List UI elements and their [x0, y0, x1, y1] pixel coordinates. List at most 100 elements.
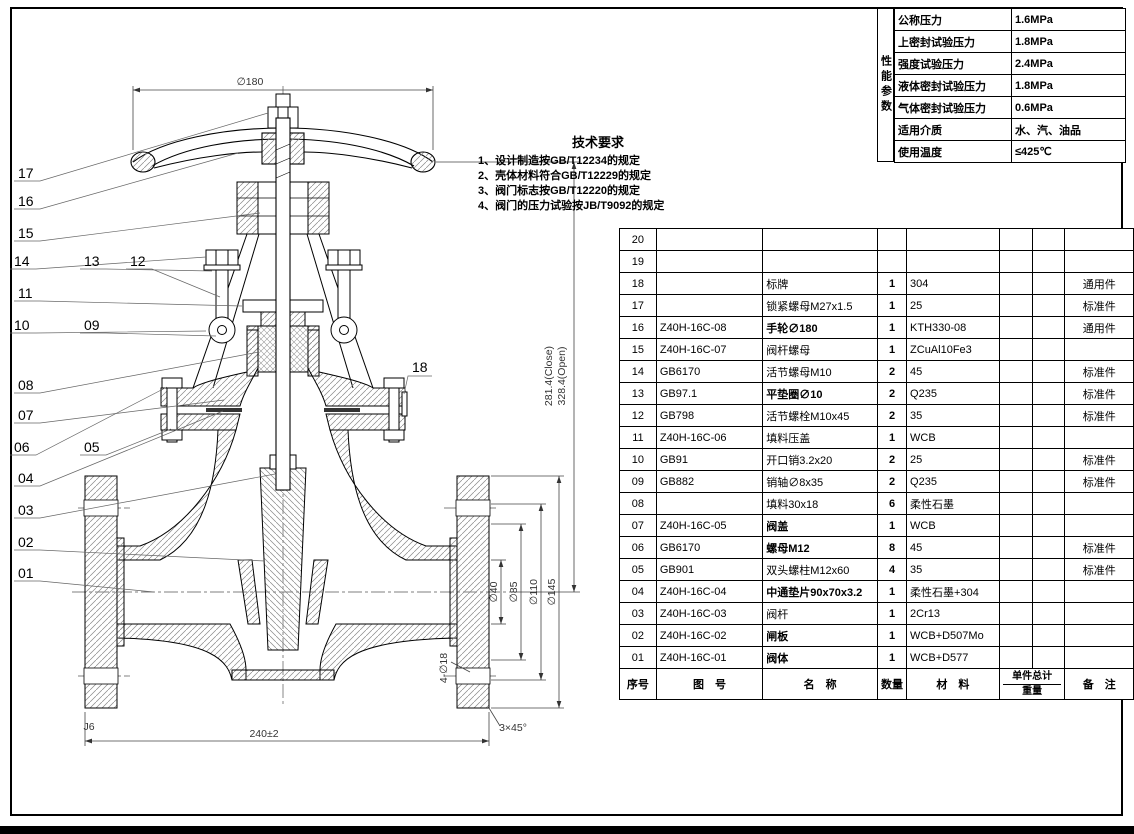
- bom-cell-name: 锁紧螺母M27x1.5: [762, 294, 879, 317]
- bom-cell-unit-weight: [998, 382, 1033, 405]
- bom-cell-unit-weight: [998, 272, 1033, 295]
- bom-cell-material: 2Cr13: [906, 602, 1000, 625]
- callout-numbers: 17 16 15 14 13 12 11 10 09 08 07 06 05 0…: [14, 165, 428, 581]
- bom-cell-total-weight: [1031, 536, 1066, 559]
- bom-header-material: 材 料: [906, 668, 1000, 700]
- bom-cell-note: 标准件: [1064, 294, 1134, 317]
- callout-07: 07: [18, 407, 34, 423]
- performance-row: 公称压力 1.6MPa: [894, 8, 1126, 31]
- bom-cell-note: [1064, 250, 1134, 273]
- bom-cell-qty: 1: [877, 580, 908, 603]
- bom-row: 06 GB6170 螺母M12 8 45 标准件: [619, 536, 1134, 559]
- performance-label: 使用温度: [894, 140, 1012, 163]
- callout-15: 15: [18, 225, 34, 241]
- bom-header-name: 名 称: [762, 668, 879, 700]
- bom-cell-name: 阀杆螺母: [762, 338, 879, 361]
- bom-cell-unit-weight: [998, 514, 1033, 537]
- bom-cell-qty: [877, 250, 908, 273]
- bom-cell-unit-weight: [998, 294, 1033, 317]
- bom-cell-no: 09: [619, 470, 657, 493]
- performance-row: 适用介质 水、汽、油品: [894, 118, 1126, 141]
- bom-cell-unit-weight: [998, 360, 1033, 383]
- bom-cell-qty: 2: [877, 404, 908, 427]
- callout-06: 06: [14, 439, 30, 455]
- bom-cell-name: 填料30x18: [762, 492, 879, 515]
- bom-cell-note: [1064, 228, 1134, 251]
- bom-cell-name: 活节螺栓M10x45: [762, 404, 879, 427]
- bom-cell-qty: [877, 228, 908, 251]
- bom-cell-drawing-no: [655, 272, 764, 295]
- bom-header-note: 备 注: [1064, 668, 1134, 700]
- bom-cell-no: 07: [619, 514, 657, 537]
- nameplate: [401, 391, 408, 417]
- bom-row: 03 Z40H-16C-03 阀杆 1 2Cr13: [619, 602, 1134, 625]
- bom-cell-total-weight: [1031, 272, 1066, 295]
- bom-cell-material: Q235: [906, 382, 1000, 405]
- bom-cell-note: 通用件: [1064, 316, 1134, 339]
- callout-11: 11: [18, 285, 33, 301]
- bom-cell-name: 销轴∅8x35: [762, 470, 879, 493]
- bom-row: 20: [619, 228, 1134, 251]
- bom-cell-qty: 8: [877, 536, 908, 559]
- bom-cell-drawing-no: Z40H-16C-01: [655, 646, 764, 669]
- bom-cell-drawing-no: Z40H-16C-03: [655, 602, 764, 625]
- bom-cell-qty: 1: [877, 514, 908, 537]
- dim-dia40: ∅40: [488, 581, 500, 602]
- bom-cell-material: WCB: [906, 514, 1000, 537]
- callout-leaders: [10, 112, 432, 593]
- bom-cell-qty: 1: [877, 294, 908, 317]
- bom-cell-note: 标准件: [1064, 558, 1134, 581]
- bom-cell-no: 01: [619, 646, 657, 669]
- bom-cell-material: 35: [906, 558, 1000, 581]
- callout-09: 09: [84, 317, 100, 333]
- bom-cell-no: 13: [619, 382, 657, 405]
- bom-cell-unit-weight: [998, 624, 1033, 647]
- bom-cell-note: 标准件: [1064, 382, 1134, 405]
- bom-cell-note: [1064, 624, 1134, 647]
- bom-cell-name: 螺母M12: [762, 536, 879, 559]
- bom-cell-material: 柔性石墨+304: [906, 580, 1000, 603]
- bom-cell-note: [1064, 646, 1134, 669]
- bom-cell-material: 45: [906, 360, 1000, 383]
- bom-cell-total-weight: [1031, 602, 1066, 625]
- bom-cell-material: ZCuAl10Fe3: [906, 338, 1000, 361]
- bom-row: 18 标牌 1 304 通用件: [619, 272, 1134, 295]
- bom-cell-unit-weight: [998, 492, 1033, 515]
- bom-cell-material: 25: [906, 448, 1000, 471]
- callout-08: 08: [18, 377, 34, 393]
- bom-row: 09 GB882 销轴∅8x35 2 Q235 标准件: [619, 470, 1134, 493]
- bom-cell-qty: 1: [877, 272, 908, 295]
- bom-cell-name: 双头螺柱M12x60: [762, 558, 879, 581]
- bom-row: 11 Z40H-16C-06 填料压盖 1 WCB: [619, 426, 1134, 449]
- bom-header-row: 序号 图 号 名 称 数量 材 料 单件总计 重量 备 注: [619, 668, 1134, 700]
- bom-cell-unit-weight: [998, 426, 1033, 449]
- bom-cell-total-weight: [1031, 228, 1066, 251]
- callout-12: 12: [130, 253, 146, 269]
- bom-cell-drawing-no: GB6170: [655, 536, 764, 559]
- bom-cell-name: 填料压盖: [762, 426, 879, 449]
- bom-cell-drawing-no: GB798: [655, 404, 764, 427]
- bom-cell-unit-weight: [998, 536, 1033, 559]
- callout-01: 01: [18, 565, 34, 581]
- dim-dia180: ∅180: [237, 76, 264, 88]
- bom-cell-total-weight: [1031, 646, 1066, 669]
- callout-02: 02: [18, 534, 34, 550]
- bom-cell-material: WCB: [906, 426, 1000, 449]
- bonnet-studs: [161, 377, 408, 443]
- bom-row: 04 Z40H-16C-04 中通垫片90x70x3.2 1 柔性石墨+304: [619, 580, 1134, 603]
- bom-cell-material: WCB+D577: [906, 646, 1000, 669]
- dimension-lines: [84, 86, 580, 746]
- bom-cell-name: [762, 250, 879, 273]
- dim-dia85: ∅85: [508, 581, 520, 602]
- tech-requirements-list: 1、设计制造按GB/T12234的规定 2、壳体材料符合GB/T12229的规定…: [478, 154, 718, 214]
- callout-10: 10: [14, 317, 30, 333]
- bom-cell-total-weight: [1031, 492, 1066, 515]
- bom-row: 10 GB91 开口销3.2x20 2 25 标准件: [619, 448, 1134, 471]
- bom-cell-no: 11: [619, 426, 657, 449]
- bom-cell-qty: 2: [877, 360, 908, 383]
- bom-cell-no: 19: [619, 250, 657, 273]
- bom-cell-drawing-no: GB882: [655, 470, 764, 493]
- bom-row: 05 GB901 双头螺柱M12x60 4 35 标准件: [619, 558, 1134, 581]
- bom-cell-no: 14: [619, 360, 657, 383]
- bom-cell-total-weight: [1031, 360, 1066, 383]
